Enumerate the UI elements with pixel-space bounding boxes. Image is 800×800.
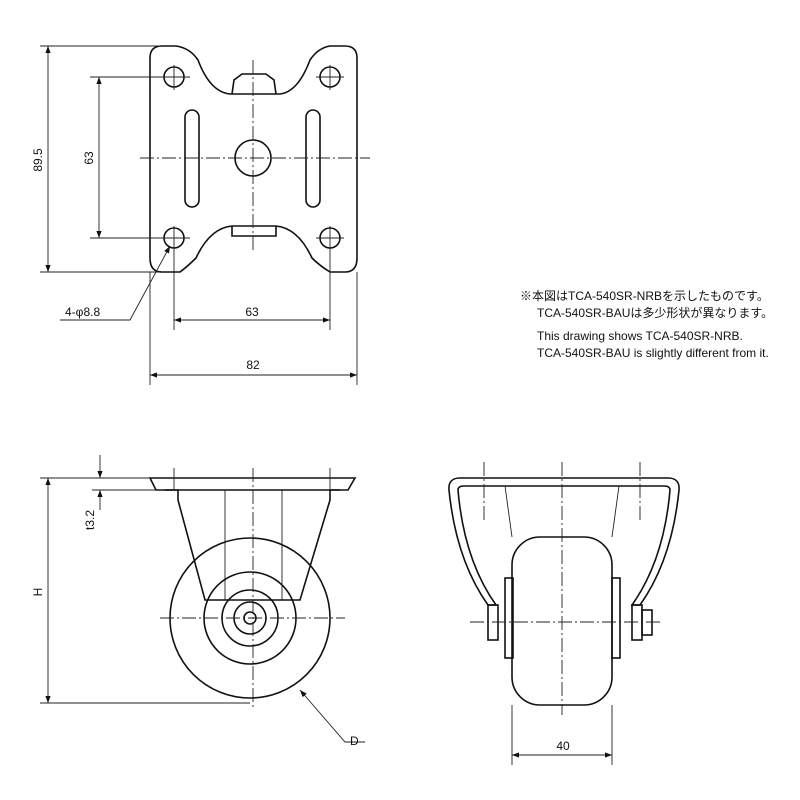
drawing-note: ※本図はTCA-540SR-NRBを示したものです。 TCA-540SR-BAU… — [520, 288, 773, 362]
note-jp-line2: TCA-540SR-BAUは多少形状が異なります。 — [537, 306, 774, 320]
front-view — [448, 462, 680, 765]
dim-plate-thickness: t3.2 — [83, 510, 97, 530]
dim-hole-pitch-horizontal: 63 — [245, 305, 259, 319]
dim-plate-height: 89.5 — [31, 148, 45, 172]
top-view-plate — [40, 45, 370, 385]
note-jp-line1: ※本図はTCA-540SR-NRBを示したものです。 — [520, 289, 769, 303]
note-en-line2: TCA-540SR-BAU is slightly different from… — [537, 346, 769, 360]
dim-overall-height: H — [31, 588, 45, 597]
dim-wheel-diameter: D — [350, 734, 359, 748]
dim-wheel-width: 40 — [556, 739, 570, 753]
side-view — [40, 455, 365, 743]
dim-plate-width: 82 — [246, 358, 260, 372]
note-en-line1: This drawing shows TCA-540SR-NRB. — [537, 329, 743, 343]
dim-holes: 4-φ8.8 — [65, 305, 100, 319]
dim-hole-pitch-vertical: 63 — [82, 151, 96, 165]
